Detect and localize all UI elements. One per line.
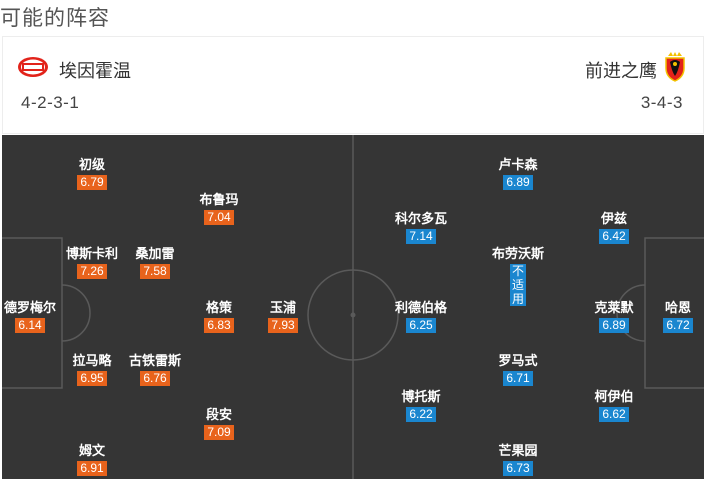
player-rating: 6.91 (77, 461, 107, 476)
player-rating: 6.25 (406, 318, 436, 333)
player-away-6[interactable]: 克莱默 6.89 (574, 300, 654, 333)
player-home-1[interactable]: 初级 6.79 (52, 157, 132, 190)
player-rating: 6.62 (599, 407, 629, 422)
player-name: 伊兹 (600, 211, 627, 226)
home-formation: 4-2-3-1 (21, 93, 80, 112)
away-team-logo-icon (663, 52, 687, 87)
player-rating: 6.79 (77, 175, 107, 190)
player-rating: 6.95 (77, 371, 107, 386)
player-rating: 7.14 (406, 229, 436, 244)
player-rating: 7.09 (204, 425, 234, 440)
player-away-8[interactable]: 罗马式 6.71 (478, 353, 558, 386)
player-rating: 6.89 (599, 318, 629, 333)
player-home-6[interactable]: 格策 6.83 (179, 300, 259, 333)
match-header: 埃因霍温 4-2-3-1 前进之鹰 3-4-3 (2, 36, 704, 134)
player-name: 布鲁玛 (199, 192, 239, 207)
player-name: 柯伊伯 (594, 389, 634, 404)
player-home-2[interactable]: 布鲁玛 7.04 (179, 192, 259, 225)
player-rating: 6.72 (663, 318, 693, 333)
home-team-logo-icon (17, 56, 49, 83)
player-name: 哈恩 (664, 300, 691, 315)
home-team-name: 埃因霍温 (59, 60, 131, 81)
player-name: 格策 (205, 300, 232, 315)
player-away-5[interactable]: 利德伯格 6.25 (381, 300, 461, 333)
player-away-2[interactable]: 科尔多瓦 7.14 (381, 211, 461, 244)
player-rating: 7.93 (268, 318, 298, 333)
away-team[interactable]: 前进之鹰 (585, 52, 687, 87)
player-name: 博托斯 (401, 389, 441, 404)
pitch-lines (2, 135, 704, 479)
player-name: 拉马略 (72, 353, 112, 368)
player-name: 姆文 (78, 443, 105, 458)
page-title: 可能的阵容 (0, 7, 110, 30)
player-rating: 7.04 (204, 210, 234, 225)
player-name: 古铁雷斯 (128, 353, 181, 368)
player-away-7[interactable]: 哈恩 6.72 (638, 300, 704, 333)
player-name: 克莱默 (594, 300, 634, 315)
player-home-3[interactable]: 博斯卡利 7.26 (52, 246, 132, 279)
player-home-5[interactable]: 德罗梅尔 6.14 (2, 300, 70, 333)
player-away-1[interactable]: 卢卡森 6.89 (478, 157, 558, 190)
player-name: 德罗梅尔 (3, 300, 56, 315)
player-name: 博斯卡利 (65, 246, 118, 261)
player-rating: 6.83 (204, 318, 234, 333)
player-rating: 7.26 (77, 264, 107, 279)
player-name: 初级 (78, 157, 105, 172)
player-home-7[interactable]: 玉浦 7.93 (243, 300, 323, 333)
player-home-9[interactable]: 古铁雷斯 6.76 (115, 353, 195, 386)
player-name: 布劳沃斯 (491, 246, 544, 261)
player-away-3[interactable]: 伊兹 6.42 (574, 211, 654, 244)
player-rating: 6.89 (503, 175, 533, 190)
player-away-9[interactable]: 博托斯 6.22 (381, 389, 461, 422)
player-rating: 7.58 (140, 264, 170, 279)
player-rating: 6.76 (140, 371, 170, 386)
away-team-name: 前进之鹰 (585, 60, 657, 81)
player-away-11[interactable]: 芒果园 6.73 (478, 443, 558, 476)
player-home-11[interactable]: 姆文 6.91 (52, 443, 132, 476)
player-name: 芒果园 (498, 443, 538, 458)
player-rating: 不适用 (510, 264, 526, 306)
player-name: 利德伯格 (394, 300, 447, 315)
away-formation: 3-4-3 (640, 93, 683, 112)
player-name: 玉浦 (269, 300, 296, 315)
home-team[interactable]: 埃因霍温 (17, 56, 131, 83)
player-name: 科尔多瓦 (394, 211, 447, 226)
player-away-4[interactable]: 布劳沃斯 不适用 (478, 246, 558, 306)
player-home-10[interactable]: 段安 7.09 (179, 407, 259, 440)
player-away-10[interactable]: 柯伊伯 6.62 (574, 389, 654, 422)
player-name: 罗马式 (498, 353, 538, 368)
player-name: 桑加雷 (135, 246, 175, 261)
player-name: 段安 (205, 407, 232, 422)
player-home-8[interactable]: 拉马略 6.95 (52, 353, 132, 386)
player-rating: 6.42 (599, 229, 629, 244)
player-rating: 6.22 (406, 407, 436, 422)
player-rating: 6.73 (503, 461, 533, 476)
player-name: 卢卡森 (498, 157, 538, 172)
player-rating: 6.71 (503, 371, 533, 386)
player-rating: 6.14 (15, 318, 45, 333)
pitch: 初级 6.79 布鲁玛 7.04 博斯卡利 7.26 桑加雷 7.58 德罗梅尔… (2, 135, 704, 479)
player-home-4[interactable]: 桑加雷 7.58 (115, 246, 195, 279)
